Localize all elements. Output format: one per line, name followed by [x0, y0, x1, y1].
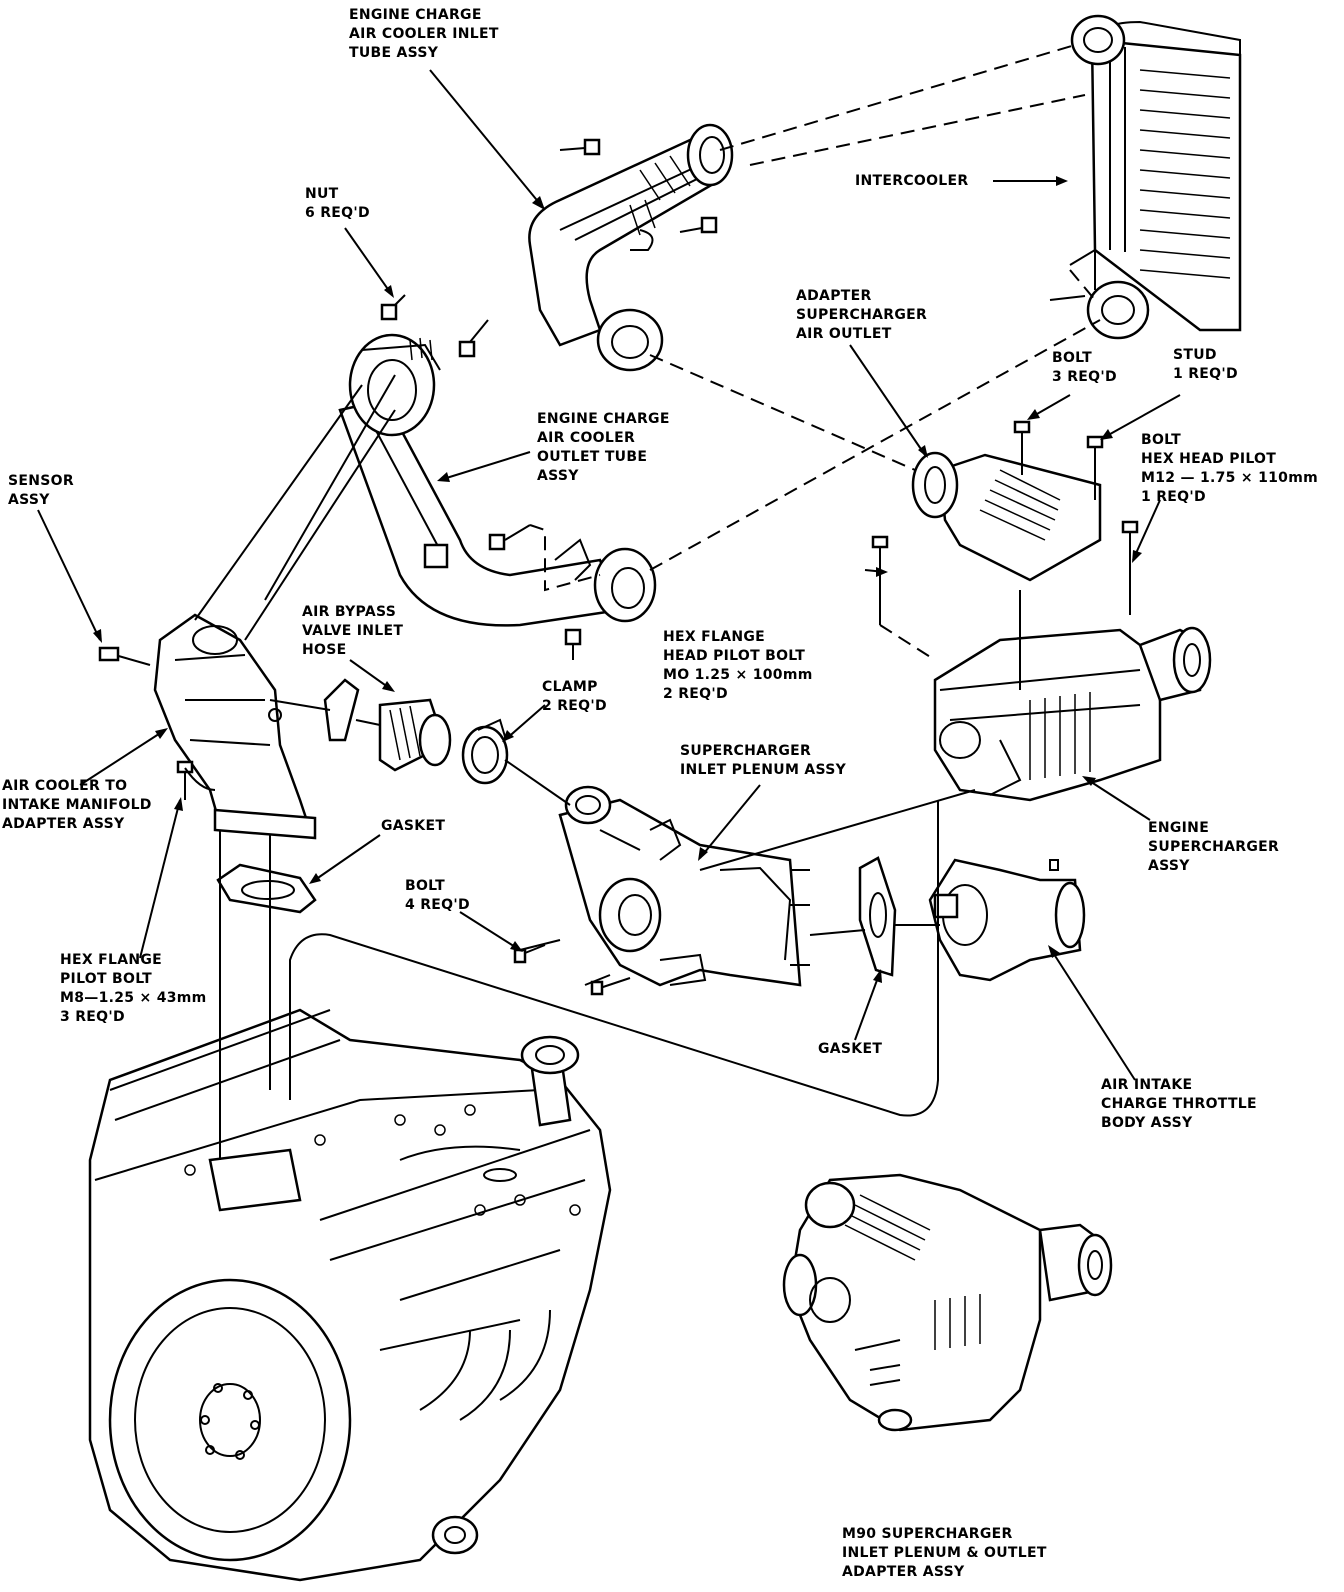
supercharger-inlet-plenum [519, 785, 810, 987]
air-bypass-valve-inlet-hose [323, 678, 509, 785]
label-intercooler: INTERCOOLER [855, 173, 969, 189]
adapter-supercharger-air-outlet-part [911, 451, 1102, 582]
gasket-upper-part [216, 863, 317, 914]
engine-supercharger-part [933, 626, 1212, 802]
label-gasket-upper: GASKET [381, 818, 446, 834]
leader-lines [37, 69, 1181, 1081]
throttle-body-part [928, 858, 1086, 982]
assembly-lines [194, 374, 1021, 1160]
engine-block-part [88, 1008, 612, 1582]
intercooler-part [1049, 14, 1242, 340]
air-cooler-to-intake-manifold-adapter [98, 613, 317, 840]
bolt-parts [176, 420, 1139, 996]
dashed-assembly-lines [529, 44, 1101, 661]
gasket-throttle-part [858, 856, 897, 977]
nut-parts [380, 138, 718, 660]
label-gasket-throttle: GASKET [818, 1041, 883, 1057]
m90-supercharger-part [782, 1173, 1113, 1432]
charge-air-cooler-outlet-tube [338, 333, 657, 627]
charge-air-cooler-inlet-tube [528, 123, 734, 372]
